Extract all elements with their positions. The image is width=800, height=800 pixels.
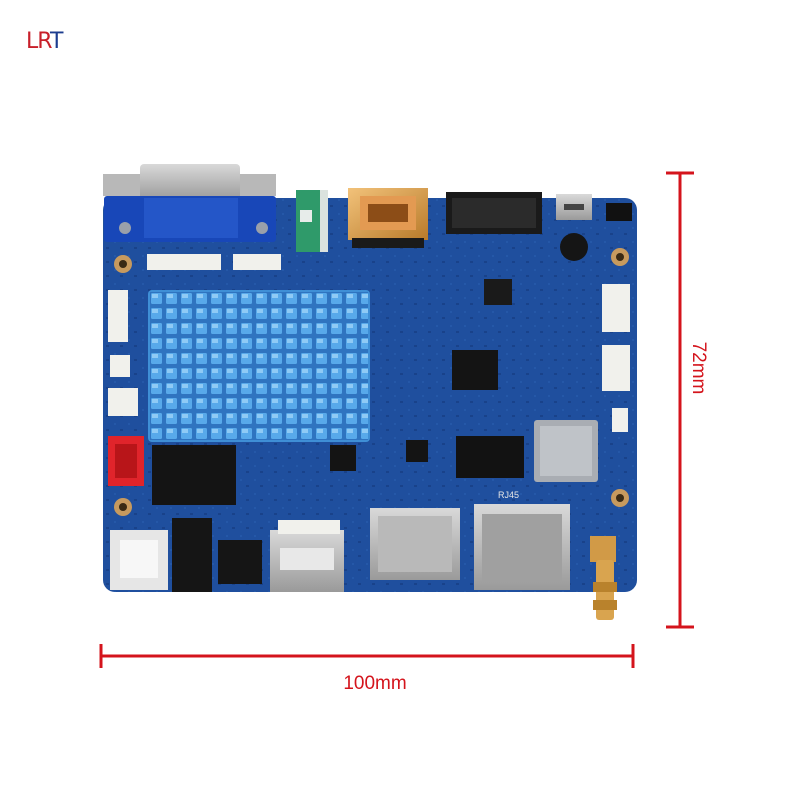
cpu-chip bbox=[452, 350, 498, 390]
usb-port bbox=[270, 520, 344, 592]
brand-logo: LRT bbox=[26, 29, 63, 54]
connector-white bbox=[602, 284, 630, 332]
width-dimension-line bbox=[99, 644, 635, 668]
ethernet-port: RJ45 bbox=[474, 490, 570, 590]
height-dimension-line bbox=[666, 171, 694, 629]
connector-white bbox=[147, 254, 221, 270]
audio-jack bbox=[296, 190, 328, 252]
ic-chip bbox=[330, 445, 356, 471]
inductor bbox=[560, 233, 588, 261]
gpio-header-top bbox=[446, 192, 542, 234]
connector-white bbox=[108, 388, 138, 416]
micro-usb-port bbox=[556, 194, 592, 220]
ethernet-chip bbox=[456, 436, 524, 478]
hdmi-port bbox=[348, 188, 428, 248]
inductor bbox=[484, 279, 512, 305]
connector-white bbox=[108, 290, 128, 342]
connector-white bbox=[602, 345, 630, 391]
logo-text: LR bbox=[26, 29, 51, 54]
dc-power-jack bbox=[110, 530, 168, 590]
height-label: 72mm bbox=[688, 341, 709, 395]
sd-card-slot bbox=[370, 508, 460, 580]
connector-white bbox=[233, 254, 281, 270]
ic-chip bbox=[406, 440, 428, 462]
connector-white bbox=[612, 408, 628, 432]
sma-antenna-connector bbox=[590, 536, 617, 620]
memory-chip bbox=[152, 445, 236, 505]
wifi-module bbox=[534, 420, 598, 482]
vga-connector bbox=[103, 164, 276, 242]
ethernet-silk-label: RJ45 bbox=[498, 490, 519, 500]
connector-white bbox=[110, 355, 130, 377]
component-black bbox=[606, 203, 632, 221]
width-label: 100mm bbox=[343, 673, 407, 694]
logo-accent-text: T bbox=[49, 29, 63, 54]
heatsink bbox=[148, 290, 370, 442]
audio-out-jack bbox=[218, 540, 262, 584]
power-switch bbox=[172, 518, 212, 592]
